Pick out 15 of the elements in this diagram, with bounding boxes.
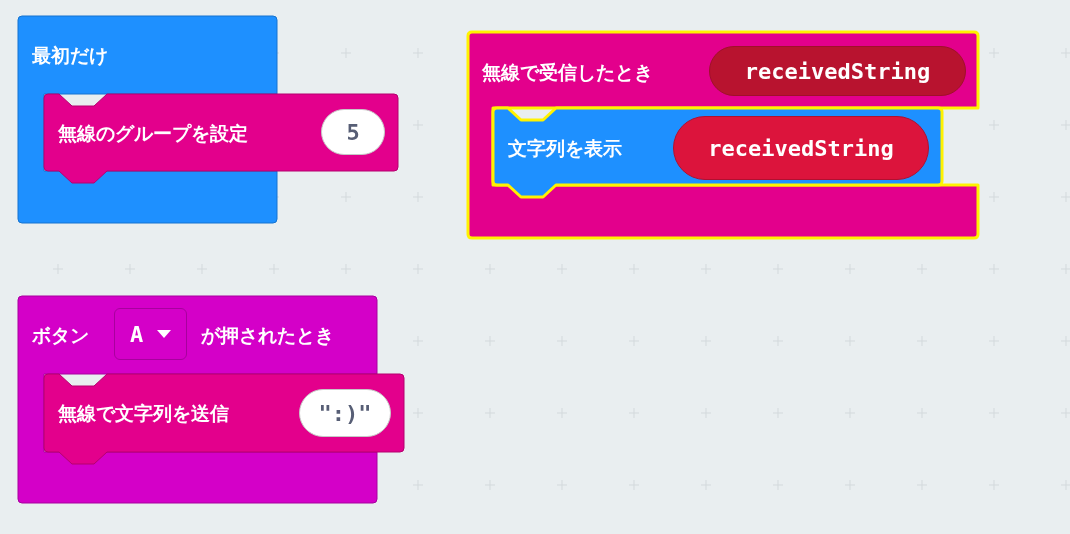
dropdown: A	[114, 308, 187, 360]
text-field: ":)"	[299, 389, 391, 437]
event-block	[468, 32, 978, 238]
block-label: 無線のグループを設定	[58, 121, 248, 145]
variable-pill: receivedString	[673, 116, 929, 180]
block-label: 無線で文字列を送信	[58, 401, 229, 425]
event-block	[18, 16, 277, 223]
variable-pill: receivedString	[709, 46, 966, 96]
block-label: ボタン	[32, 323, 89, 347]
block-label: 無線で受信したとき	[482, 60, 653, 84]
block-label: が押されたとき	[201, 323, 334, 347]
block-label: 最初だけ	[32, 43, 108, 67]
block-label: 文字列を表示	[508, 136, 622, 160]
statement-block	[44, 94, 398, 184]
statement-block	[44, 374, 404, 465]
